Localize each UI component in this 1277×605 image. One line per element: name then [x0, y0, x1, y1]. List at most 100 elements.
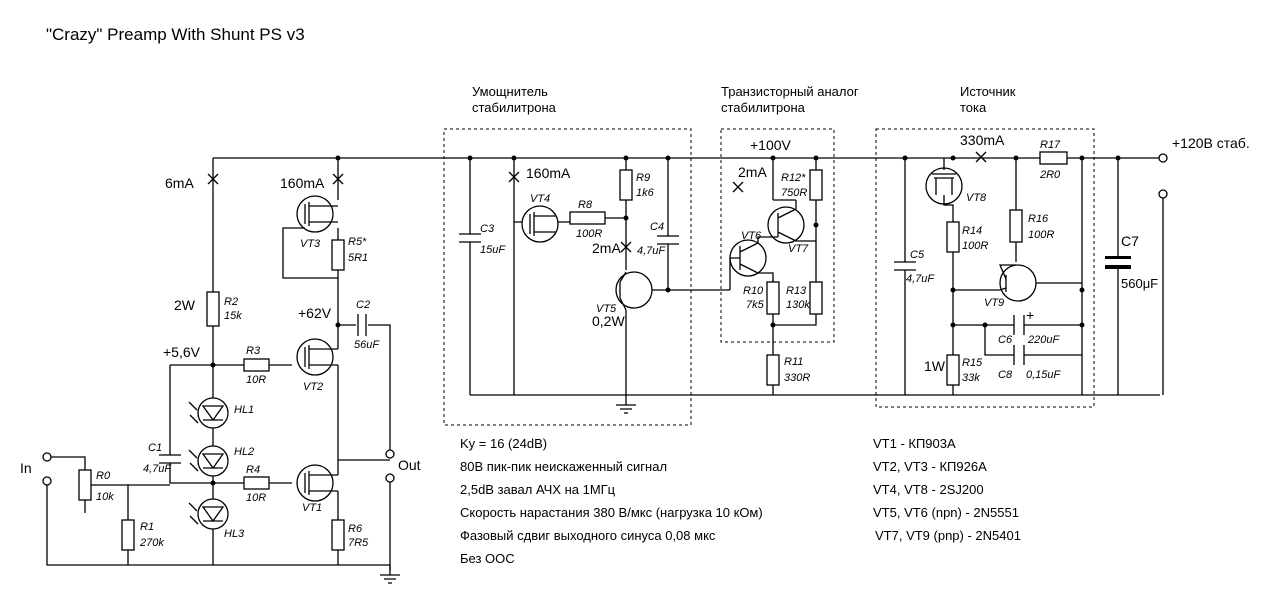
value-R10: 7k5 [746, 299, 765, 311]
label-2w: 2W [174, 297, 196, 313]
resistor-R8 [569, 211, 606, 225]
label-R1: R1 [140, 521, 154, 533]
out-terminal-bottom[interactable] [385, 473, 395, 483]
vt9-leads [953, 264, 1082, 292]
potentiometer-R0 [78, 469, 92, 501]
label-R14: R14 [962, 225, 982, 237]
capacitor-C3 [459, 233, 481, 243]
label-100v: +100V [750, 137, 792, 153]
led-HL2 [188, 445, 229, 477]
wire-vt3 [282, 158, 339, 279]
section-multiplier-line1: Умощнитель [472, 84, 548, 99]
label-R0: R0 [96, 470, 111, 482]
value-R14: 100R [962, 240, 988, 252]
label-C6: C6 [998, 334, 1013, 346]
wire-vt4 [513, 158, 626, 395]
value-R5: 5R1 [348, 252, 368, 264]
label-R16: R16 [1028, 213, 1049, 225]
label-1w: 1W [924, 358, 946, 374]
label-2ma-a: 2mA [592, 240, 621, 256]
section-box-multiplier [443, 128, 692, 426]
section-source-line1: Источник [960, 84, 1016, 99]
label-VT3: VT3 [300, 238, 321, 250]
section-box-current-source [875, 128, 1095, 408]
label-R4: R4 [246, 464, 260, 476]
resistor-R10 [766, 281, 780, 315]
value-C7: 560μF [1121, 276, 1158, 291]
transistor-VT2 [296, 338, 334, 376]
label-160ma-a: 160mA [280, 175, 325, 191]
label-VT4: VT4 [530, 193, 550, 205]
supply-terminal-top[interactable] [1158, 153, 1168, 163]
section-box-transistor-analog [720, 128, 835, 343]
label-120v: +120В стаб. [1172, 135, 1250, 151]
led-HL1 [188, 397, 229, 429]
resistor-R2 [206, 291, 220, 327]
parts-line-4: VT5, VT6 (npn) - 2N5551 [873, 505, 1019, 520]
label-C5: C5 [910, 249, 925, 261]
spec-line-1: Ky = 16 (24dB) [460, 436, 547, 451]
parts-line-1: VT1 - КП903А [873, 436, 956, 451]
section-multiplier-line2: стабилитрона [472, 100, 557, 115]
value-C8: 0,15uF [1026, 369, 1062, 381]
value-R16: 100R [1028, 229, 1054, 241]
label-HL2: HL2 [234, 446, 254, 458]
vt2-leads [304, 340, 339, 460]
label-C3: C3 [480, 223, 495, 235]
label-C7: C7 [1121, 233, 1139, 249]
parts-line-3: VT4, VT8 - 2SJ200 [873, 482, 984, 497]
label-R13: R13 [786, 285, 807, 297]
parts-line-2: VT2, VT3 - КП926А [873, 459, 987, 474]
cross-330ma [975, 151, 987, 163]
in-terminal-top[interactable] [42, 452, 52, 462]
supply-terminal-bottom[interactable] [1158, 189, 1168, 199]
wire-c6-c8 [953, 324, 1082, 356]
transistor-VT4 [521, 205, 559, 243]
vt5-leads [619, 158, 730, 311]
transistor-VT3 [296, 195, 334, 233]
spec-line-3: 2,5dB завал АЧХ на 1МГц [460, 482, 616, 497]
value-R11: 330R [784, 372, 810, 384]
capacitor-C6 [1013, 315, 1025, 335]
value-R4: 10R [246, 492, 266, 504]
parts-line-5: VT7, VT9 (pnp) - 2N5401 [875, 528, 1021, 543]
vt4-leads [529, 212, 556, 236]
value-R1: 270k [139, 537, 164, 549]
label-HL1: HL1 [234, 404, 254, 416]
out-terminal-top[interactable] [385, 449, 395, 459]
label-C2: C2 [356, 299, 370, 311]
label-R12: R12* [781, 172, 806, 184]
label-6ma: 6mA [165, 175, 194, 191]
label-R10: R10 [743, 285, 764, 297]
label-VT6: VT6 [741, 230, 762, 242]
label-HL3: HL3 [224, 528, 245, 540]
label-in: In [20, 460, 32, 476]
label-VT1: VT1 [302, 502, 322, 514]
resistor-R15 [946, 354, 960, 386]
resistor-R6 [331, 519, 345, 551]
wire-62v [337, 278, 391, 450]
label-VT9: VT9 [984, 297, 1004, 309]
section-source-line2: тока [960, 100, 987, 115]
in-terminal-bottom[interactable] [42, 476, 52, 486]
resistor-R3 [243, 358, 270, 372]
value-C6: 220uF [1027, 334, 1060, 346]
wire-r17 [1081, 158, 1083, 395]
section-analog-line1: Транзисторный аналог [721, 84, 859, 99]
section-analog-line2: стабилитрона [721, 100, 806, 115]
label-R3: R3 [246, 345, 261, 357]
label-R15: R15 [962, 357, 983, 369]
cross-2ma-a [620, 241, 632, 253]
spec-line-5: Фазовый сдвиг выходного синуса 0,08 мкс [460, 528, 716, 543]
label-R8: R8 [578, 199, 593, 211]
label-330ma: 330mA [960, 132, 1005, 148]
value-C1: 4,7uF [143, 463, 172, 475]
value-R6: 7R5 [348, 537, 369, 549]
label-C1: C1 [148, 442, 162, 454]
label-R9: R9 [636, 172, 650, 184]
label-R2: R2 [224, 296, 238, 308]
label-160ma-b: 160mA [526, 165, 571, 181]
led-HL3 [188, 498, 229, 530]
capacitor-C7-plate-b [1105, 265, 1131, 269]
resistor-R9 [619, 169, 633, 201]
